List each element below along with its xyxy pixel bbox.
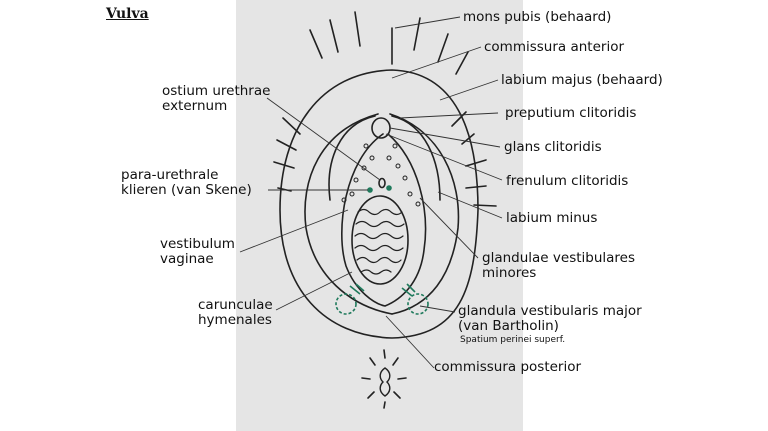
- label-glandulae-vestibulares-2: minores: [482, 265, 537, 281]
- bartholin-glands: [335, 283, 429, 315]
- vaginal-rugae: [354, 208, 405, 275]
- label-spatium-perinei: Spatium perinei superf.: [460, 335, 566, 345]
- label-para-urethrale-1: para-urethrale: [121, 167, 219, 183]
- background-panel: [236, 0, 523, 431]
- label-carunculae-1: carunculae: [198, 297, 273, 313]
- anus: [361, 349, 407, 409]
- skene-glands: [367, 185, 392, 193]
- label-labium-majus: labium majus (behaard): [501, 72, 663, 88]
- label-bartholin-2: (van Bartholin): [458, 318, 559, 334]
- label-commissura-anterior: commissura anterior: [484, 39, 625, 55]
- label-carunculae-2: hymenales: [198, 312, 272, 328]
- leader-lines: [239, 16, 503, 369]
- label-ostium-urethrae-1: ostium urethrae: [162, 83, 271, 99]
- label-mons-pubis: mons pubis (behaard): [463, 9, 612, 25]
- ostium-vaginae: [351, 195, 409, 285]
- label-vestibulum-1: vestibulum: [160, 236, 235, 252]
- label-glandulae-vestibulares-1: glandulae vestibulares: [482, 250, 636, 266]
- label-commissura-posterior: commissura posterior: [434, 359, 582, 375]
- preputium-right: [391, 115, 441, 201]
- diagram-title: Vulva: [106, 6, 149, 22]
- ostium-urethrae: [378, 177, 386, 189]
- label-frenulum-clitoridis: frenulum clitoridis: [506, 173, 629, 189]
- label-ostium-urethrae-2: externum: [162, 98, 228, 114]
- labium-minus-right: [389, 113, 460, 315]
- label-preputium-clitoridis: preputium clitoridis: [505, 105, 637, 121]
- preputium-left: [328, 115, 376, 201]
- glandulae-vestibulares-minores: [341, 143, 421, 207]
- label-para-urethrale-2: klieren (van Skene): [121, 182, 252, 198]
- label-glans-clitoridis: glans clitoridis: [504, 139, 602, 155]
- labium-majus-outline: [279, 69, 479, 339]
- label-vestibulum-2: vaginae: [160, 251, 214, 267]
- label-labium-minus: labium minus: [506, 210, 598, 226]
- label-bartholin-1: glandula vestibularis major: [458, 303, 642, 319]
